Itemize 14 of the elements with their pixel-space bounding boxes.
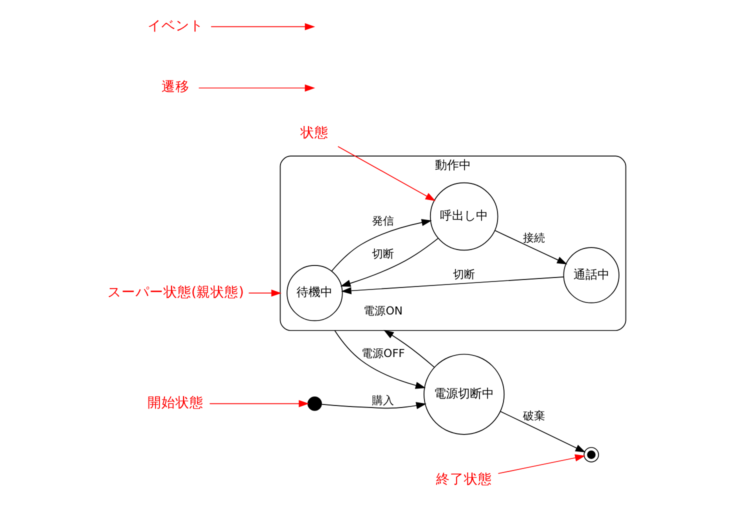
edge-label: 破棄 (522, 409, 545, 422)
node-text: 状態 (300, 125, 329, 142)
edge-label: 電源ON (364, 304, 403, 318)
node-text: スーパー状態(親状態) (107, 284, 244, 300)
edge-label: 切断 (372, 248, 394, 261)
node-text: イベント (148, 18, 204, 34)
edge-label: 電源OFF (362, 347, 405, 360)
node-text: 遷移 (162, 79, 190, 96)
edge-label: 接続 (522, 232, 545, 244)
edge-label: 切断 (453, 268, 476, 282)
edge-label: 発信 (372, 214, 394, 228)
node-text: 終了状態 (436, 472, 492, 488)
node-text: 開始状態 (148, 394, 204, 411)
edge-label: 購入 (372, 394, 394, 408)
